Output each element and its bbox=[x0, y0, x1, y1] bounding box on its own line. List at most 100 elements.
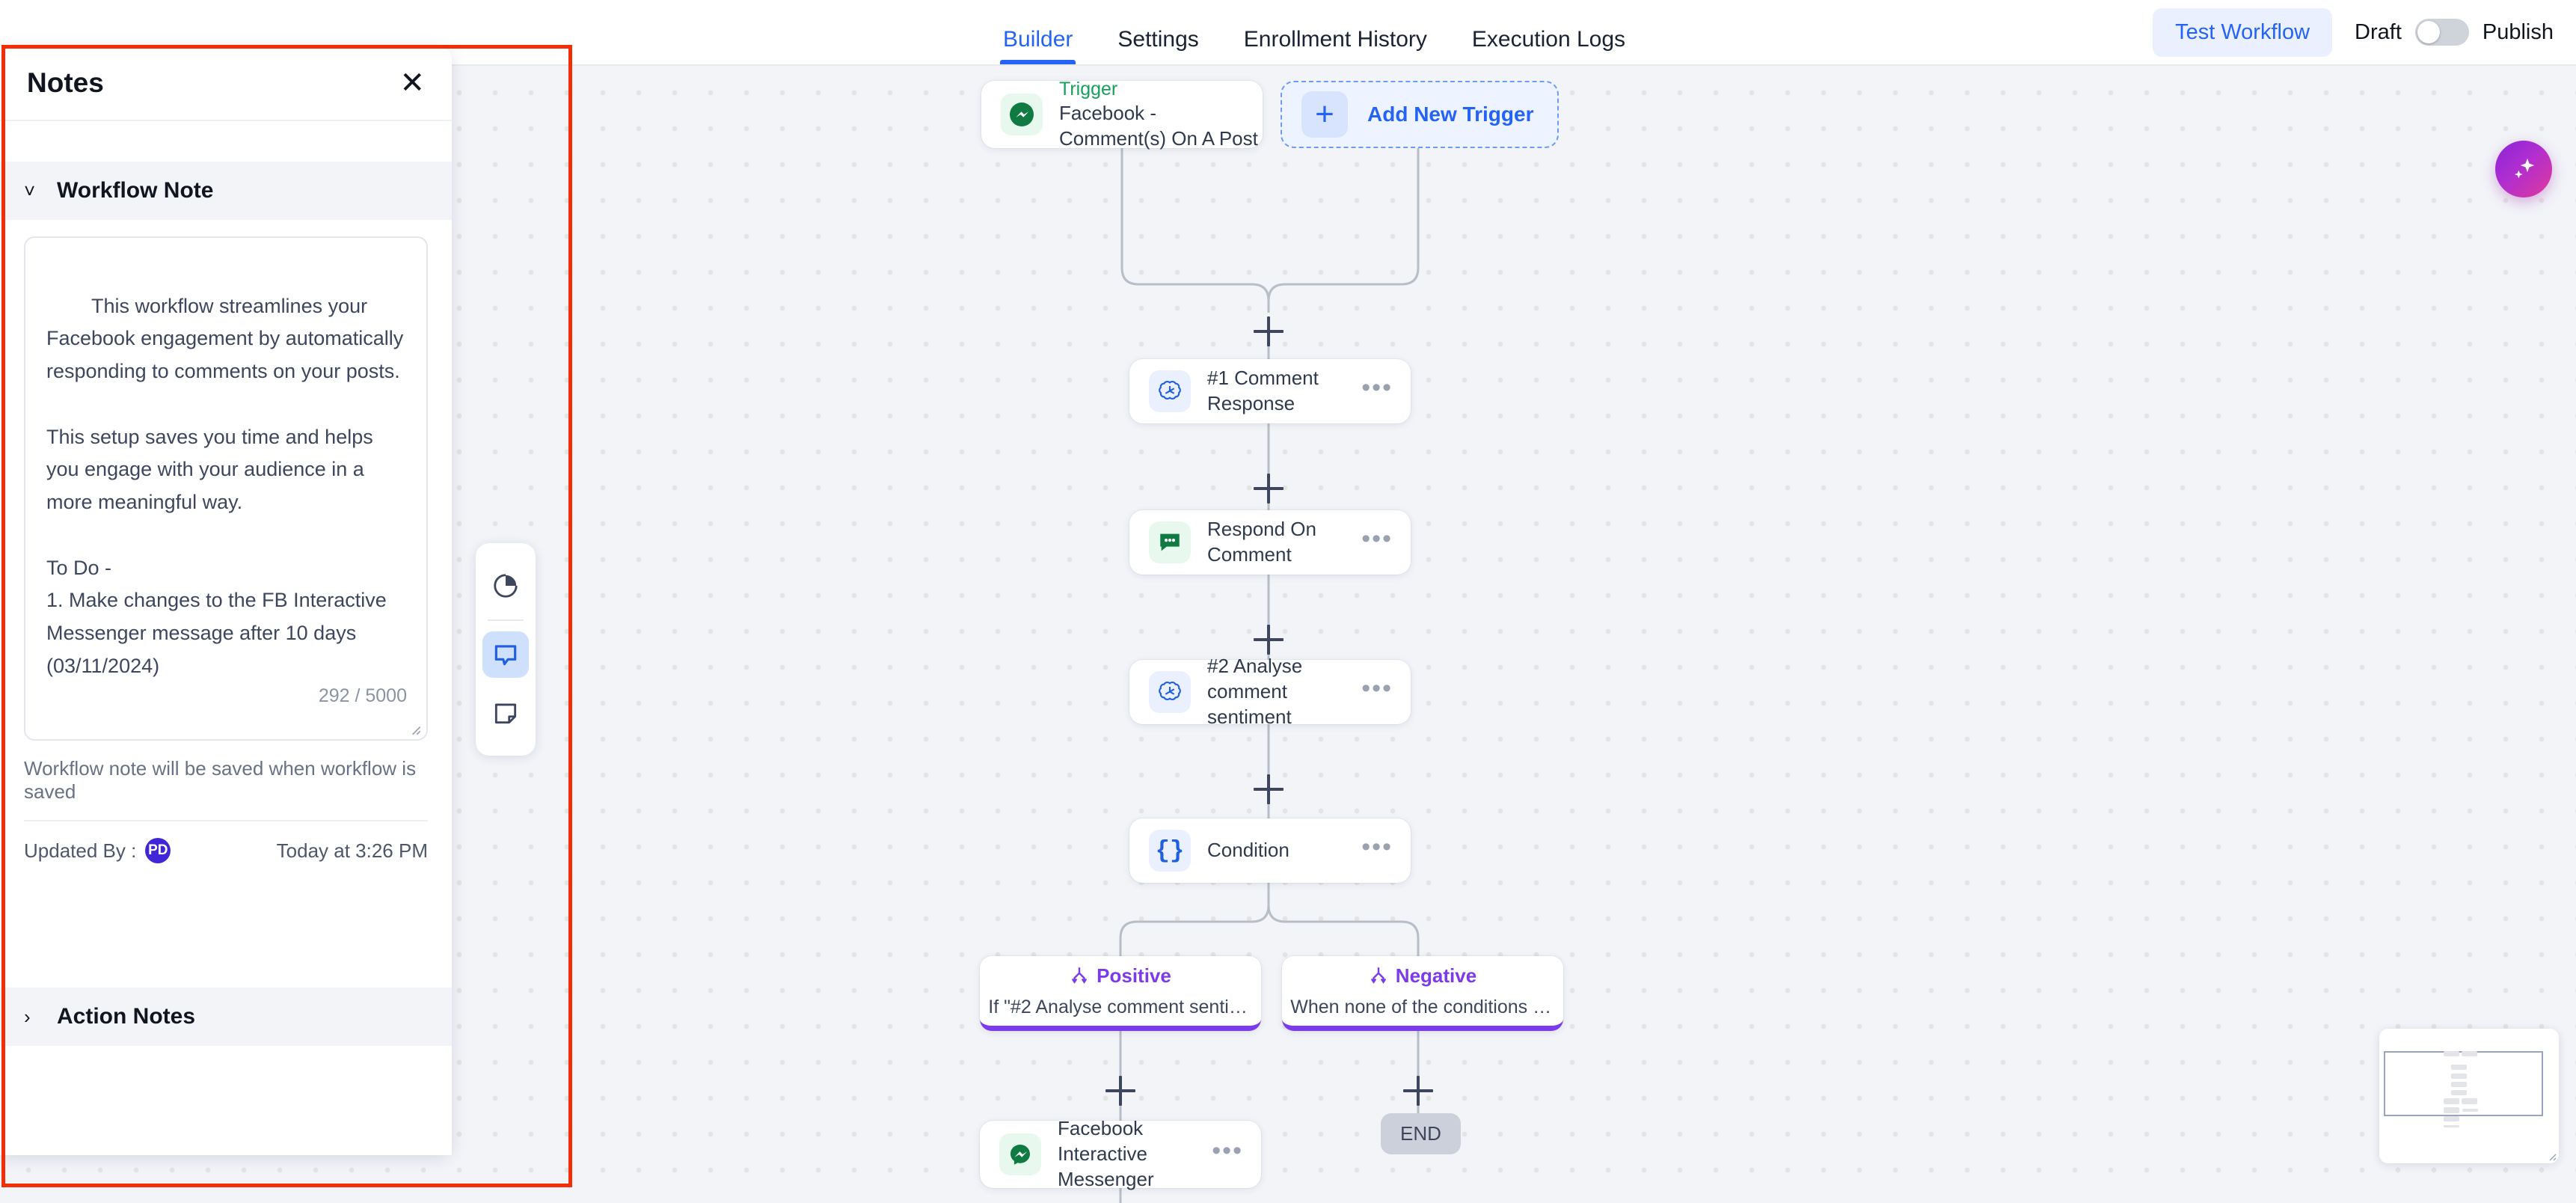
add-step-plus-1[interactable] bbox=[1254, 316, 1284, 346]
branch-icon bbox=[1072, 967, 1087, 984]
openai-icon bbox=[1149, 370, 1191, 412]
node-title: Condition bbox=[1207, 839, 1289, 862]
notes-button[interactable] bbox=[482, 631, 529, 678]
chevron-down-icon: ˅ bbox=[24, 179, 36, 202]
avatar: PD bbox=[145, 838, 171, 863]
more-options-icon[interactable]: ••• bbox=[1361, 673, 1393, 702]
end-label: END bbox=[1400, 1122, 1441, 1145]
character-counter: 292 / 5000 bbox=[318, 685, 407, 706]
close-icon[interactable]: ✕ bbox=[399, 67, 425, 100]
minimap-node bbox=[2451, 1065, 2467, 1070]
publish-label[interactable]: Publish bbox=[2482, 19, 2554, 44]
workflow-note-textarea[interactable]: This workflow streamlines your Facebook … bbox=[24, 236, 428, 741]
canvas-tool-rail bbox=[476, 543, 536, 756]
minimap-node bbox=[2444, 1051, 2459, 1056]
updated-by-group: Updated By : PD bbox=[24, 838, 171, 863]
textarea-resize-handle[interactable] bbox=[408, 723, 422, 736]
ai-sparkle-icon bbox=[2515, 158, 2535, 179]
facebook-messenger-icon bbox=[1001, 94, 1043, 135]
trigger-node-text: Trigger Facebook - Comment(s) On A Post bbox=[1059, 77, 1263, 152]
toggle-knob bbox=[2417, 21, 2440, 43]
minimap-node bbox=[2444, 1107, 2459, 1113]
canvas-minimap[interactable] bbox=[2379, 1029, 2559, 1163]
more-options-icon[interactable]: ••• bbox=[1361, 524, 1393, 553]
minimap-node bbox=[2462, 1098, 2477, 1104]
ai-assistant-button[interactable] bbox=[2495, 141, 2552, 198]
trigger-kicker: Trigger bbox=[1059, 79, 1118, 100]
notes-panel-title: Notes bbox=[27, 67, 104, 98]
pie-chart-icon bbox=[494, 574, 518, 598]
comment-note-icon bbox=[494, 645, 517, 666]
minimap-node bbox=[2451, 1082, 2467, 1087]
node-title-wrap: #1 Comment Response bbox=[1207, 366, 1361, 417]
test-workflow-button[interactable]: Test Workflow bbox=[2153, 7, 2333, 57]
tab-builder[interactable]: Builder bbox=[981, 28, 1095, 64]
save-hint-text: Workflow note will be saved when workflo… bbox=[24, 757, 417, 803]
node-title-wrap: Respond On Comment bbox=[1207, 517, 1361, 568]
minimap-resize-handle[interactable] bbox=[2545, 1150, 2557, 1162]
more-options-icon[interactable]: ••• bbox=[1212, 1136, 1243, 1165]
branch-negative-header: Negative bbox=[1369, 964, 1476, 988]
braces-icon: {} bbox=[1149, 830, 1191, 872]
tab-execution-logs[interactable]: Execution Logs bbox=[1471, 27, 1626, 52]
trigger-title: Facebook - Comment(s) On A Post bbox=[1059, 102, 1258, 150]
branch-icon bbox=[1370, 967, 1386, 984]
add-new-trigger-button[interactable]: + Add New Trigger bbox=[1281, 81, 1559, 148]
notes-panel-spacer bbox=[0, 121, 452, 162]
section-header-action-notes[interactable]: › Action Notes bbox=[0, 988, 452, 1046]
add-step-plus-negative[interactable] bbox=[1403, 1076, 1433, 1106]
draft-label: Draft bbox=[2355, 19, 2402, 44]
node-title: Respond On Comment bbox=[1207, 518, 1316, 566]
workflow-note-body: This workflow streamlines your Facebook … bbox=[0, 220, 452, 988]
notes-panel-filler bbox=[0, 1046, 452, 1155]
trigger-node[interactable]: Trigger Facebook - Comment(s) On A Post bbox=[981, 79, 1263, 150]
facebook-messenger-icon bbox=[999, 1133, 1041, 1175]
sticky-note-button[interactable] bbox=[482, 690, 529, 736]
node-respond-on-comment[interactable]: Respond On Comment ••• bbox=[1129, 510, 1411, 575]
more-options-icon[interactable]: ••• bbox=[1361, 373, 1393, 402]
minimap-node bbox=[2462, 1051, 2477, 1056]
minimap-node bbox=[2451, 1074, 2467, 1079]
branch-negative-subtitle: When none of the conditions are met bbox=[1290, 996, 1554, 1017]
rail-divider bbox=[488, 619, 524, 621]
comment-bubble-icon bbox=[1149, 521, 1191, 563]
node-comment-response[interactable]: #1 Comment Response ••• bbox=[1129, 359, 1411, 423]
add-step-plus-3[interactable] bbox=[1254, 625, 1284, 655]
plus-icon: + bbox=[1301, 91, 1348, 138]
notes-panel: Notes ✕ ˅ Workflow Note This workflow st… bbox=[0, 46, 452, 1155]
minimap-node bbox=[2451, 1090, 2467, 1095]
branch-negative[interactable]: Negative When none of the conditions are… bbox=[1282, 956, 1563, 1031]
publish-toggle[interactable] bbox=[2414, 19, 2469, 46]
add-step-plus-positive[interactable] bbox=[1105, 1076, 1135, 1106]
node-analyse-sentiment[interactable]: #2 Analyse comment sentiment ••• bbox=[1129, 655, 1411, 728]
chevron-right-icon: › bbox=[24, 1005, 31, 1028]
add-step-plus-2[interactable] bbox=[1254, 474, 1284, 503]
minimap-node bbox=[2444, 1125, 2459, 1127]
minimap-node bbox=[2444, 1098, 2459, 1104]
note-meta-row: Updated By : PD Today at 3:26 PM bbox=[24, 820, 428, 878]
end-node: END bbox=[1381, 1113, 1461, 1154]
node-title: #2 Analyse comment sentiment bbox=[1207, 655, 1303, 728]
openai-icon bbox=[1149, 671, 1191, 713]
node-condition[interactable]: {} Condition ••• bbox=[1129, 818, 1411, 883]
branch-positive-header: Positive bbox=[1070, 964, 1171, 988]
section-header-workflow-note[interactable]: ˅ Workflow Note bbox=[0, 162, 452, 220]
add-step-plus-4[interactable] bbox=[1254, 774, 1284, 804]
sticky-note-icon bbox=[494, 703, 517, 724]
section-label-workflow-note: Workflow Note bbox=[57, 178, 214, 203]
section-label-action-notes: Action Notes bbox=[57, 1004, 196, 1029]
tab-settings[interactable]: Settings bbox=[1117, 27, 1199, 52]
publish-toggle-group: Draft Publish bbox=[2355, 19, 2554, 46]
node-facebook-interactive-messenger[interactable]: Facebook Interactive Messenger ••• bbox=[980, 1117, 1261, 1190]
workflow-note-text: This workflow streamlines your Facebook … bbox=[46, 294, 404, 677]
branch-positive-label: Positive bbox=[1097, 964, 1171, 987]
branch-positive[interactable]: Positive If "#2 Analyse comment sentimen… bbox=[980, 956, 1261, 1031]
node-title-wrap: Condition bbox=[1207, 838, 1361, 863]
analytics-button[interactable] bbox=[482, 563, 529, 609]
notes-panel-header: Notes ✕ bbox=[0, 46, 452, 121]
minimap-node bbox=[2444, 1116, 2459, 1121]
more-options-icon[interactable]: ••• bbox=[1361, 832, 1393, 861]
tab-enrollment-history[interactable]: Enrollment History bbox=[1243, 27, 1427, 52]
node-title-wrap: Facebook Interactive Messenger bbox=[1058, 1116, 1212, 1192]
minimap-node bbox=[2462, 1109, 2478, 1112]
